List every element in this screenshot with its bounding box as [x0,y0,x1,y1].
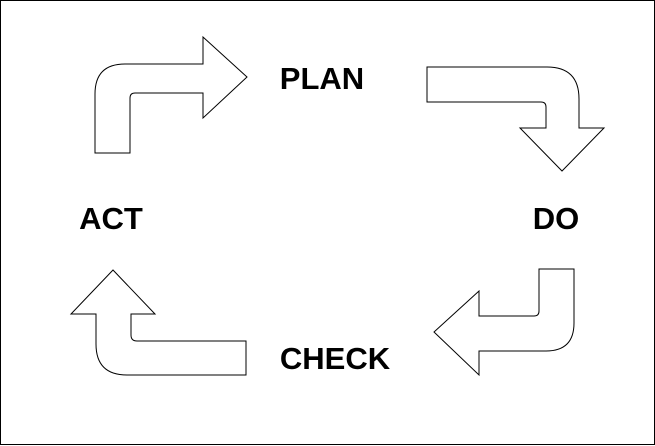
stage-label-plan: PLAN [280,61,364,96]
arrow-do-to-check [433,268,575,377]
stage-label-check: CHECK [280,341,391,376]
arrow-plan-to-do [426,66,606,172]
stage-label-do: DO [533,201,580,236]
arrow-check-to-act [69,269,247,376]
arrow-act-to-plan [94,35,248,154]
stage-label-act: ACT [79,201,143,236]
